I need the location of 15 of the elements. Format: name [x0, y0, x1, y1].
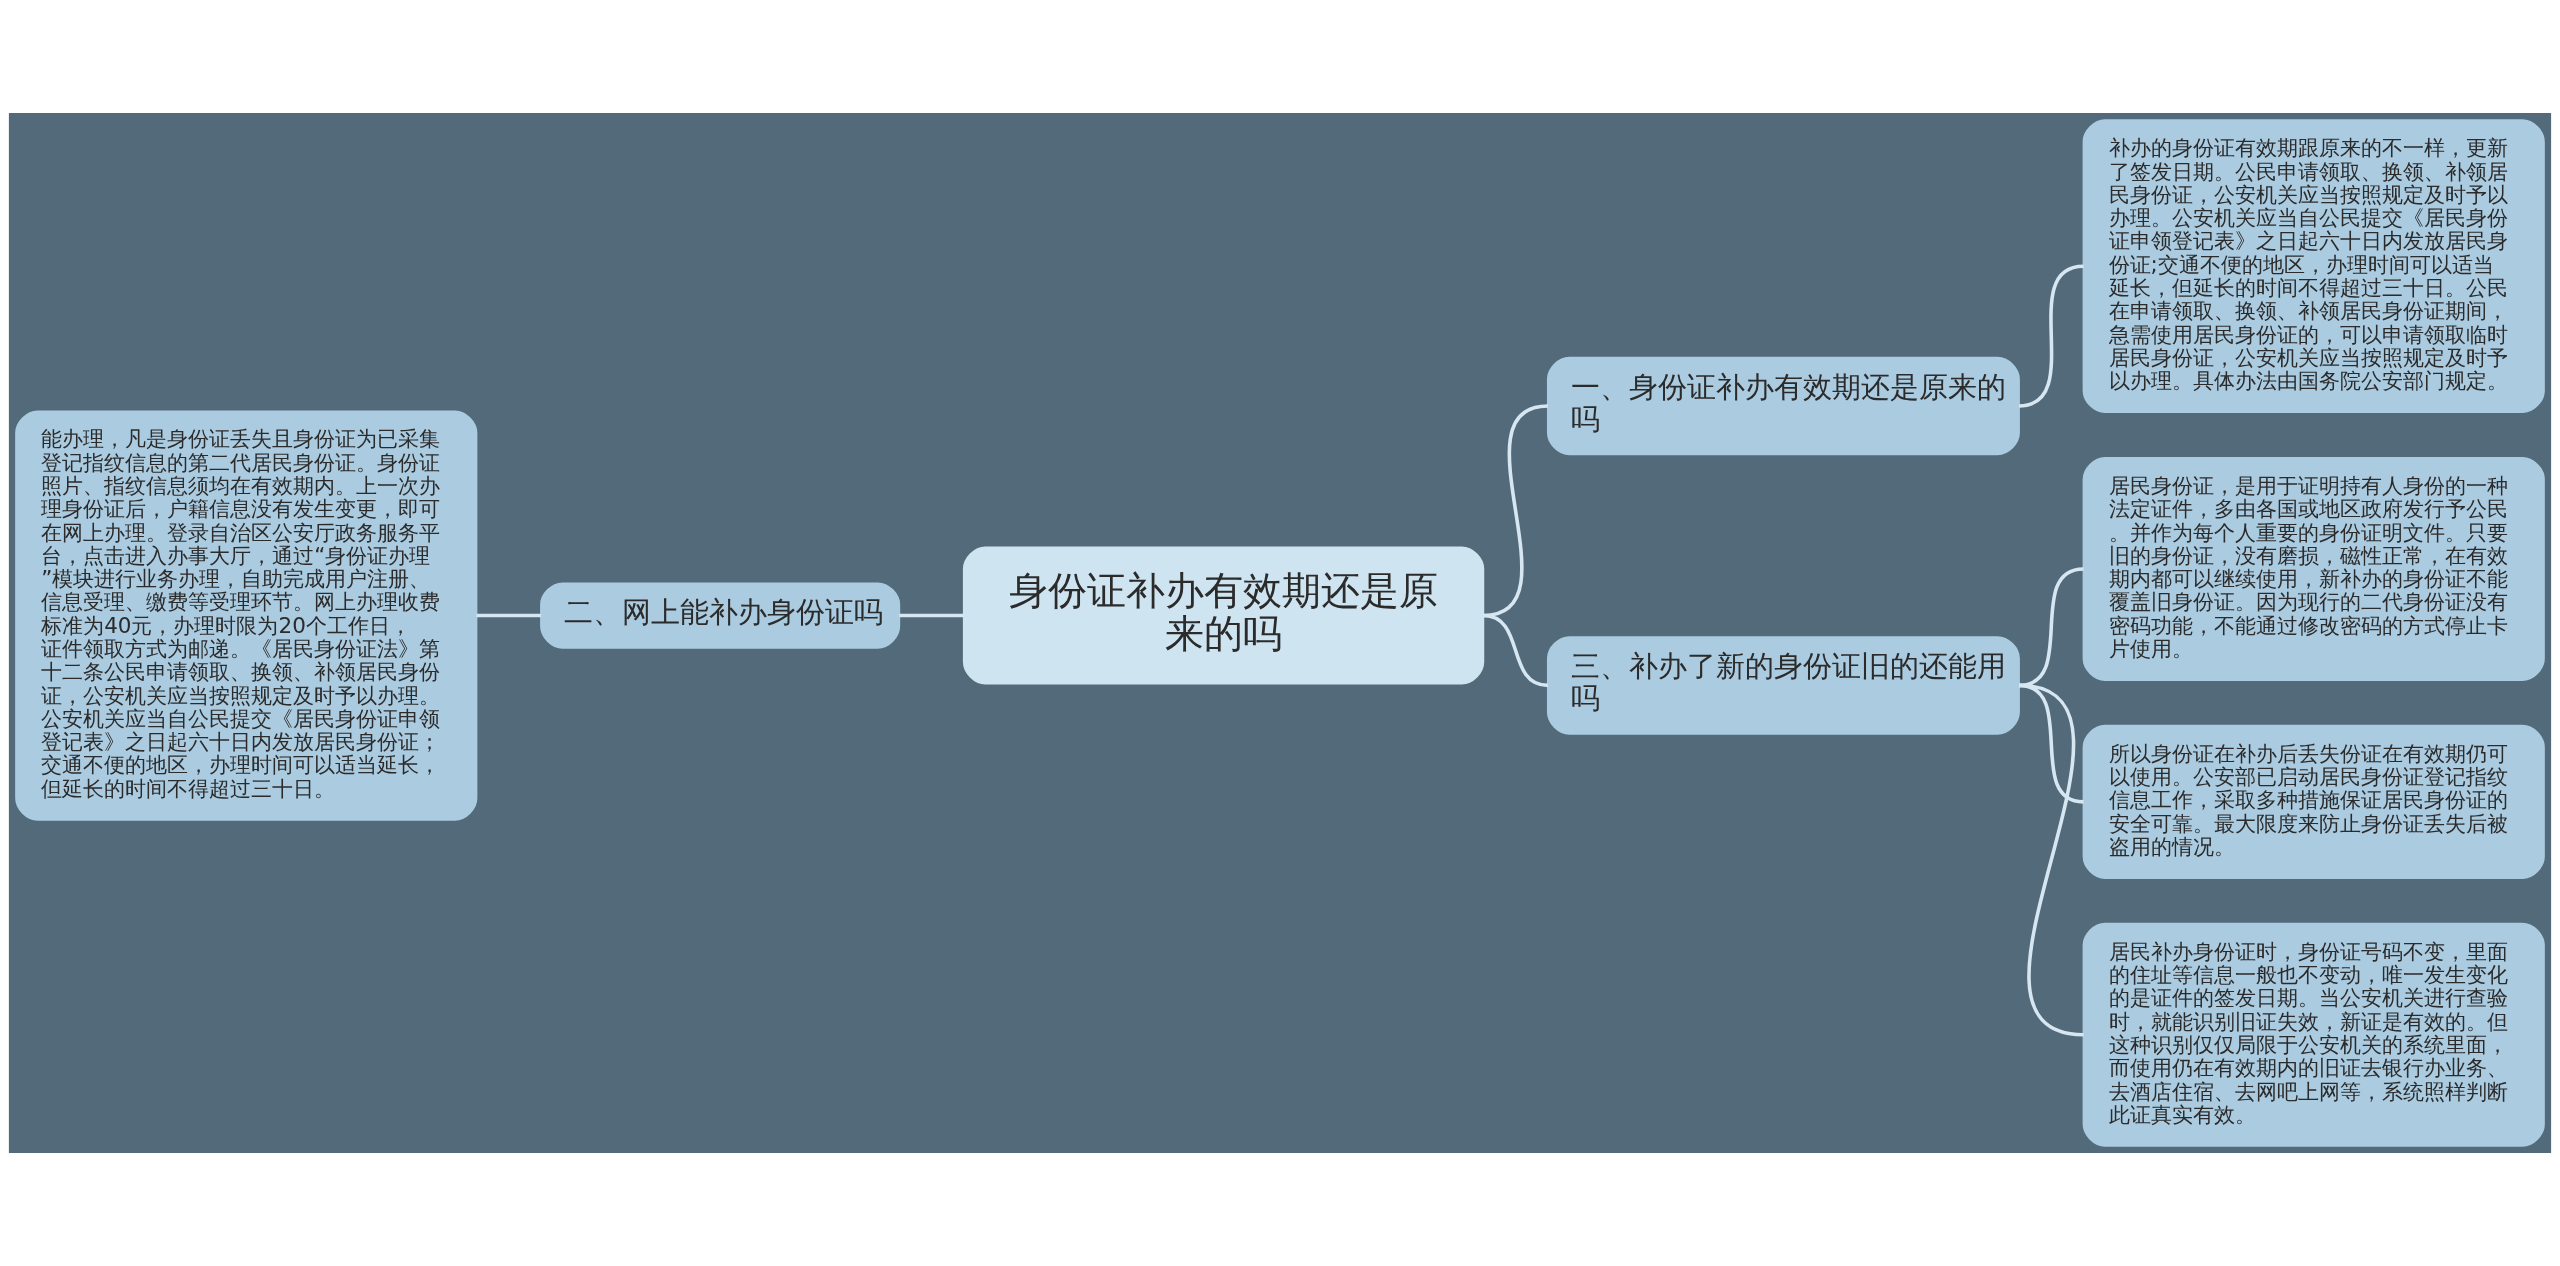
connector [899, 613, 964, 618]
connector [2018, 264, 2084, 408]
node-box: 一、身份证补办有效期还是原来的吗 [1546, 356, 2020, 456]
connector [2018, 683, 2084, 1037]
node-box: 二、网上能补办身份证吗 [540, 582, 901, 649]
connector [476, 613, 541, 618]
connector [2018, 567, 2084, 688]
node-box: 居民身份证，是用于证明持有人身份的一种法定证件，多由各国或地区政府发行予公民。并作为每个人重要的身份证明文件。只要旧的身份证，没有磨损，磁性正常，在有效期内都可以继续使用，新补办的身份证不能覆盖旧身份证。因为现行的二代身份证没有密码功能，不能通过修改密码的方式停止卡片使用。 [2082, 457, 2545, 681]
node-box: 三、补办了新的身份证旧的还能用吗 [1546, 636, 2020, 735]
connector [1483, 613, 1549, 688]
node-box: 身份证补办有效期还是原来的吗 [962, 546, 1485, 685]
node-box: 补办的身份证有效期跟原来的不一样，更新了签发日期。公民申请领取、换领、补领居民身份证，公安机关应当按照规定及时予以办理。公安机关应当自公民提交《居民身份证申领登记表》之日起六十日内发放居民身份证;交通不便的地区，办理时间可以适当延长，但延长的时间不得超过三十日。公民在申请领取、换领、补领居民身份证期间，急需使用居民身份证的，可以申请领取临时居民身份证，公安机关应当按照规定及时予以办理。具体办法由国务院公安部门规定。 [2082, 119, 2545, 414]
node-box: 所以身份证在补办后丢失份证在有效期仍可以使用。公安部已启动居民身份证登记指纹信息工作，采取多种措施保证居民身份证的安全可靠。最大限度来防止身份证丢失后被盗用的情况。 [2082, 724, 2545, 879]
node-box: 能办理，凡是身份证丢失且身份证为已采集登记指纹信息的第二代居民身份证。身份证照片、指纹信息须均在有效期内。上一次办理身份证后，户籍信息没有发生变更，即可在网上办理。登录自治区公安厅政务服务平台，点击进入办事大厅，通过“身份证办理”模块进行业务办理，自助完成用户注册、信息受理、缴费等受理环节。网上办理收费标准为40元，办理时限为20个工作日，证件领取方式为邮递。《居民身份证法》第十二条公民申请领取、换领、补领居民身份证，公安机关应当按照规定及时予以办理。公安机关应当自公民提交《居民身份证申领登记表》之日起六十日内发放居民身份证；交通不便的地区，办理时间可以适当延长，但延长的时间不得超过三十日。 [15, 410, 478, 821]
node-box: 居民补办身份证时，身份证号码不变，里面的住址等信息一般也不变动，唯一发生变化的是证件的签发日期。当公安机关进行查验时，就能识别旧证失效，新证是有效的。但这种识别仅仅局限于公安机关的系统里面，而使用仍在有效期内的旧证去银行办业务、去酒店住宿、去网吧上网等，系统照样判断此证真实有效。 [2082, 922, 2545, 1147]
